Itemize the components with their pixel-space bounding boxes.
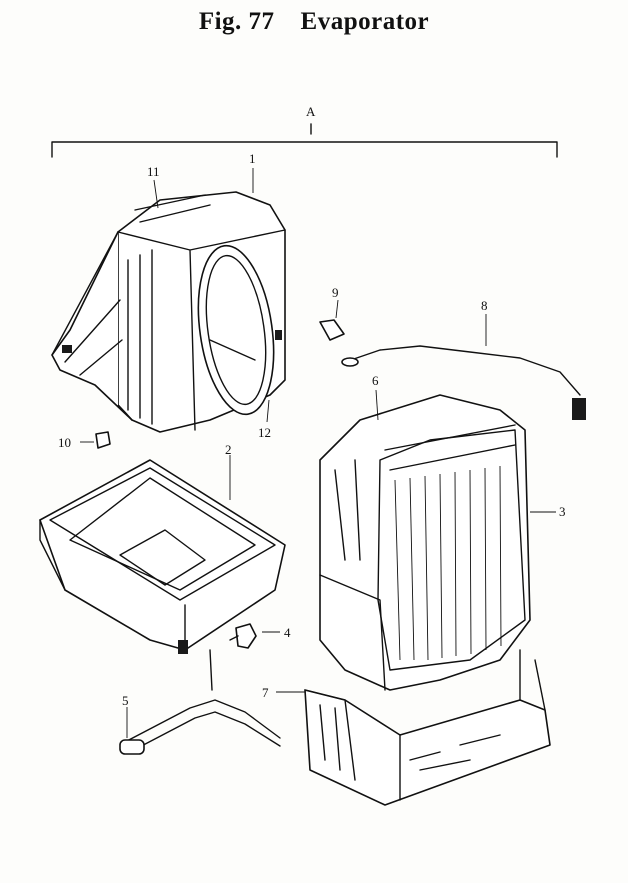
- callout-7: 7: [262, 685, 269, 700]
- evaporator-core-part-3: 3 6: [319, 373, 566, 691]
- sensor-cable-part-8: 8: [341, 298, 586, 420]
- expansion-valve-part-4: 4: [229, 623, 291, 649]
- upper-case-part: [51, 191, 286, 433]
- callout-3: 3: [559, 504, 566, 519]
- callout-1: 1: [249, 151, 256, 166]
- lower-case-part: 2: [39, 442, 286, 654]
- callout-6: 6: [372, 373, 379, 388]
- figure-title: Fig. 77 Evaporator: [0, 8, 628, 36]
- callout-5: 5: [122, 693, 129, 708]
- callout-4: 4: [284, 625, 291, 640]
- tray-part-7: 7: [262, 649, 551, 806]
- clip-part-10: 10: [58, 431, 111, 450]
- callout-8: 8: [481, 298, 488, 313]
- callout-9: 9: [332, 285, 339, 300]
- callout-2: 2: [225, 442, 232, 457]
- callout-11: 11: [147, 164, 160, 179]
- callout-12: 12: [258, 425, 271, 440]
- assembly-bracket: A: [51, 104, 558, 158]
- callout-10: 10: [58, 435, 71, 450]
- connector-part-9: 9: [319, 285, 345, 341]
- figure-caption: Evaporator: [300, 8, 430, 35]
- figure-number: Fig. 77: [198, 8, 275, 35]
- leaders-upper: 11 1 12: [147, 151, 271, 440]
- callout-a: A: [306, 104, 316, 119]
- pipe-part-5: 5: [119, 649, 281, 755]
